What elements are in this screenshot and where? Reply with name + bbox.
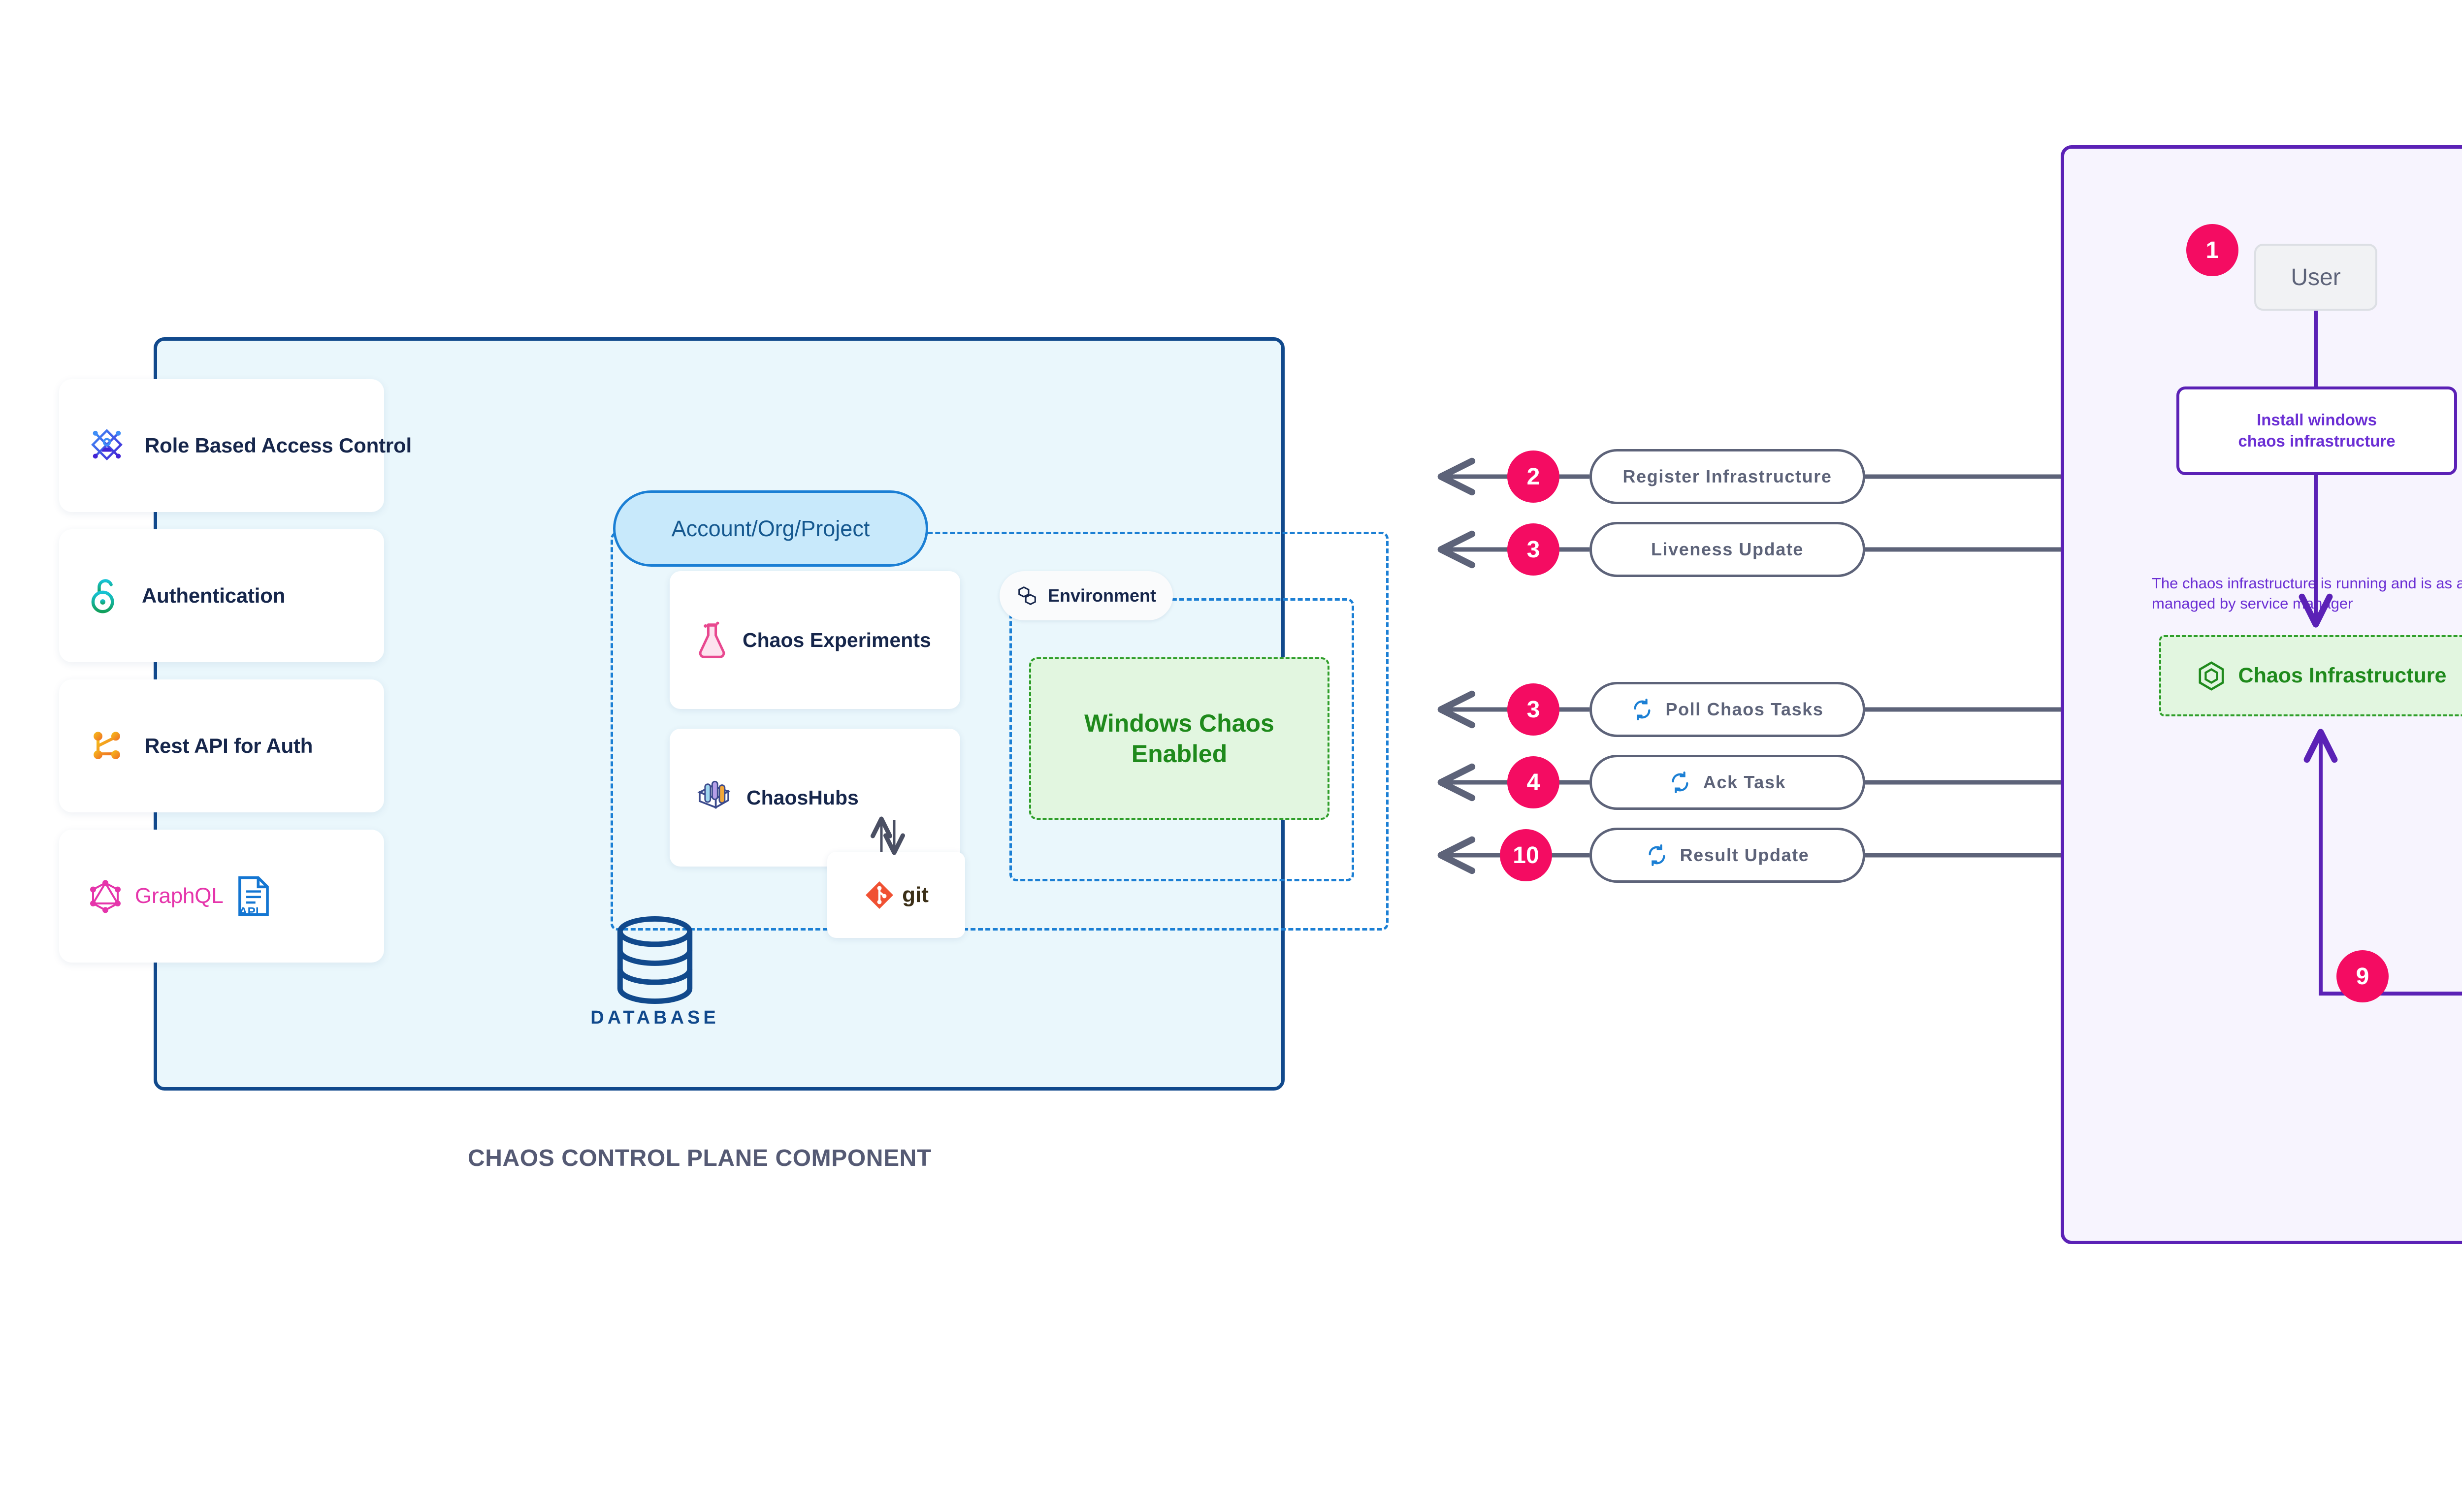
flow-step-badge-2: 2 (1507, 450, 1559, 503)
user-label: User (2291, 264, 2341, 290)
share-nodes-icon (94, 732, 120, 759)
account-org-project-chip[interactable]: Account/Org/Project (613, 490, 928, 567)
flow-pill-label: Result Update (1680, 845, 1810, 865)
project-item-label: Chaos Experiments (743, 628, 931, 651)
flow-pill-poll-chaos-tasks[interactable]: Poll Chaos Tasks (1589, 682, 1865, 737)
account-org-project-boundary (611, 532, 1389, 931)
graphql-icon (90, 880, 121, 913)
chaos-infrastructure-label: Chaos Infrastructure (2238, 664, 2447, 687)
environment-hex-icon (1018, 586, 1036, 605)
exec-step-badge-1: 1 (2186, 224, 2238, 276)
unlock-icon (91, 579, 114, 613)
flow-step-badge-3b: 3 (1507, 683, 1559, 736)
project-card-chaoshubs[interactable]: ChaosHubs (670, 729, 960, 867)
flow-pill-result-update[interactable]: Result Update (1589, 828, 1865, 883)
sync-icon (1672, 771, 1688, 794)
control-plane-caption: CHAOS CONTROL PLANE COMPONENT (468, 1145, 932, 1171)
flow-pill-label: Ack Task (1703, 772, 1786, 792)
install-windows-chaos-infrastructure-box[interactable]: Install windows chaos infrastructure (2176, 386, 2457, 475)
database-group: DATABASE (551, 916, 758, 1029)
exec-step-badge-9: 9 (2336, 950, 2389, 1002)
windows-chaos-enabled-box: Windows Chaos Enabled (1029, 657, 1329, 820)
harness-hex-icon (2199, 661, 2224, 691)
project-card-git[interactable]: git (827, 852, 965, 938)
environment-label: Environment (1048, 585, 1157, 606)
flow-step-badge-10: 10 (1500, 829, 1552, 881)
rbac-icon (91, 429, 123, 461)
flow-pill-label: Liveness Update (1651, 539, 1804, 559)
flow-pill-ack-task[interactable]: Ack Task (1589, 755, 1865, 810)
service-card-rbac[interactable]: Role Based Access Control (59, 379, 412, 512)
service-card-authentication[interactable]: Authentication (59, 529, 384, 662)
flow-step-badge-3a: 3 (1507, 523, 1559, 576)
windows-chaos-enabled-label: Windows Chaos Enabled (1084, 709, 1274, 768)
service-card-graphql-api[interactable]: GraphQL API (59, 830, 384, 963)
project-item-label: ChaosHubs (746, 786, 859, 809)
api-document-icon: API (238, 876, 269, 917)
flow-step-badge-4: 4 (1507, 756, 1559, 808)
install-box-label: Install windows chaos infrastructure (2238, 411, 2396, 450)
service-label: Rest API for Auth (145, 734, 313, 757)
note-chaos-infrastructure-running: The chaos infrastructure is running and … (2152, 575, 2462, 612)
service-label: Role Based Access Control (145, 434, 412, 457)
service-label: GraphQL (135, 884, 224, 908)
service-card-rest-api[interactable]: Rest API for Auth (59, 679, 384, 812)
flow-pill-register-infrastructure[interactable]: Register Infrastructure (1589, 449, 1865, 504)
database-label: DATABASE (590, 1007, 719, 1028)
flask-icon (699, 621, 725, 658)
scope-chip-label: Account/Org/Project (671, 515, 870, 541)
git-label: git (902, 882, 929, 907)
test-tube-rack-icon (697, 780, 731, 809)
database-icon (617, 916, 693, 1004)
flow-pill-liveness-update[interactable]: Liveness Update (1589, 522, 1865, 577)
environment-boundary (1009, 598, 1354, 881)
flow-pill-label: Poll Chaos Tasks (1665, 699, 1824, 719)
user-box[interactable]: User (2254, 244, 2377, 311)
flow-pill-label: Register Infrastructure (1622, 466, 1832, 486)
git-icon (866, 881, 894, 909)
sync-icon (1649, 844, 1665, 867)
sync-icon (1634, 698, 1651, 721)
svg-text:API: API (239, 905, 259, 917)
environment-chip[interactable]: Environment (1000, 571, 1173, 620)
project-card-chaos-experiments[interactable]: Chaos Experiments (670, 571, 960, 709)
service-label: Authentication (142, 584, 286, 607)
chaos-infrastructure-box: Chaos Infrastructure (2159, 635, 2462, 716)
